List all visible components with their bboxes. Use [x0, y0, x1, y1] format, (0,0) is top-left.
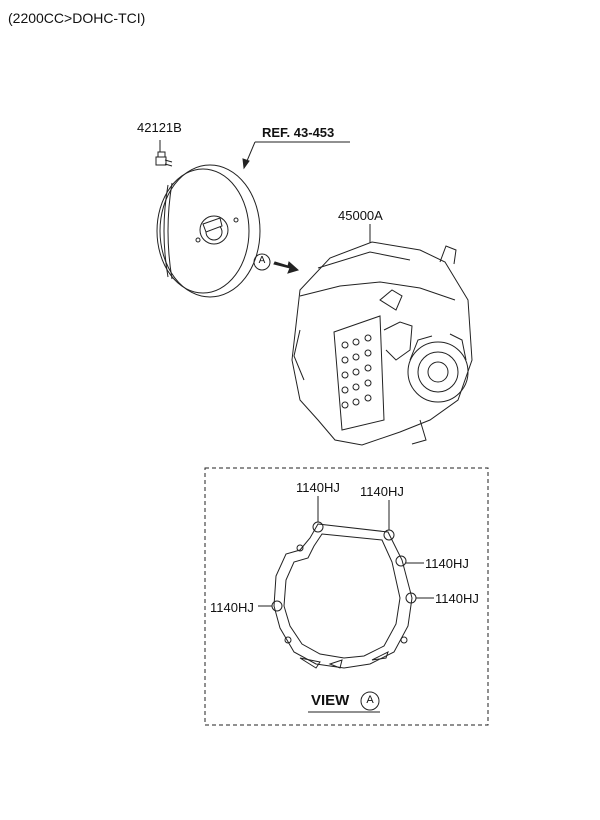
view-a-marker: A: [258, 255, 266, 266]
ref-label: REF. 43-453: [262, 125, 335, 140]
view-a-circle: [253, 253, 271, 271]
bolt-label-1140hj-2: 1140HJ: [360, 484, 404, 499]
view-caption-circle: [360, 691, 380, 711]
bolt-label-1140hj-4: 1140HJ: [435, 591, 479, 606]
part-label-42121b: 42121B: [137, 120, 182, 135]
part-label-45000a: 45000A: [338, 208, 383, 223]
torque-converter-drawing: [156, 164, 261, 298]
bolt-label-1140hj-3: 1140HJ: [425, 556, 469, 571]
view-a-arrow: [273, 261, 300, 274]
bolt-label-1140hj-5: 1140HJ: [210, 600, 254, 615]
bolt-42121b-drawing: [155, 140, 173, 167]
view-caption: VIEW: [311, 692, 350, 709]
gasket-drawing: [271, 521, 417, 669]
view-caption-marker: A: [366, 694, 374, 706]
engine-spec-label: (2200CC>DOHC-TCI): [8, 10, 146, 26]
ref-arrowhead: [242, 158, 250, 170]
view-a-box: [204, 467, 489, 726]
bolt-label-1140hj-1: 1140HJ: [296, 480, 340, 495]
transaxle-drawing: [291, 241, 473, 446]
